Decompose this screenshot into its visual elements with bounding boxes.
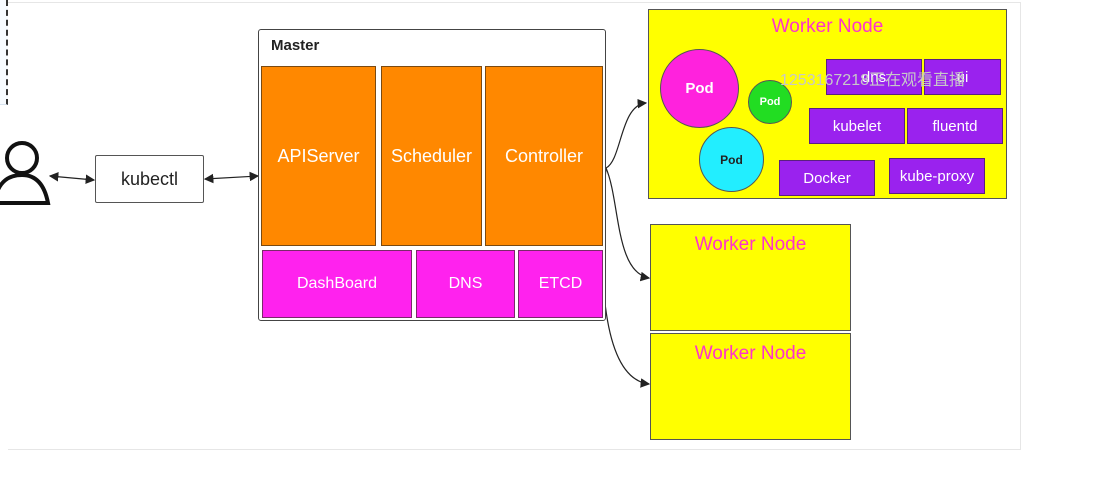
- docker-box: Docker: [779, 160, 875, 196]
- pod-medium-label: Pod: [720, 152, 743, 167]
- apiserver-box: APIServer: [261, 66, 376, 246]
- controller-label: Controller: [504, 145, 584, 166]
- ui-component-box: ui: [924, 59, 1001, 95]
- kubelet-label: kubelet: [832, 117, 882, 135]
- arrow-kubectl-apiserver: [203, 171, 260, 184]
- worker-node-2: Worker Node: [650, 224, 851, 331]
- etcd-box: ETCD: [518, 250, 603, 318]
- dashboard-box: DashBoard: [262, 250, 412, 318]
- kube-proxy-label: kube-proxy: [899, 167, 975, 185]
- apiserver-label: APIServer: [277, 145, 360, 166]
- master-title: Master: [271, 37, 320, 54]
- ui-component-label: ui: [956, 68, 969, 86]
- pod-large: Pod: [660, 49, 739, 128]
- dns-component-label: dns: [861, 68, 887, 86]
- worker-node-3: Worker Node: [650, 333, 851, 440]
- fluentd-label: fluentd: [932, 117, 978, 135]
- arrow-user-kubectl: [48, 171, 96, 185]
- arrow-master-worker1: [605, 98, 648, 169]
- docker-label: Docker: [803, 169, 851, 187]
- kubelet-box: kubelet: [809, 108, 905, 144]
- user-icon: [0, 141, 51, 205]
- etcd-label: ETCD: [538, 275, 583, 292]
- fluentd-box: fluentd: [907, 108, 1003, 144]
- pod-medium: Pod: [699, 127, 764, 192]
- pod-large-label: Pod: [685, 80, 714, 97]
- worker-node-1-title: Worker Node: [771, 16, 884, 37]
- pod-small: Pod: [748, 80, 792, 124]
- kube-proxy-box: kube-proxy: [889, 158, 985, 194]
- dashboard-label: DashBoard: [296, 275, 378, 292]
- dns-addon-box: DNS: [416, 250, 515, 318]
- worker-node-2-title: Worker Node: [694, 234, 807, 255]
- dns-component-box: dns: [826, 59, 922, 95]
- diagram-frame: [8, 2, 1021, 450]
- dns-addon-label: DNS: [448, 275, 483, 292]
- scheduler-box: Scheduler: [381, 66, 482, 246]
- pod-small-label: Pod: [759, 96, 781, 108]
- scheduler-label: Scheduler: [390, 145, 473, 166]
- kubectl-box: kubectl: [95, 155, 204, 203]
- arrow-master-worker2: [605, 167, 651, 282]
- left-edge-decoration: [0, 0, 8, 105]
- kubectl-label: kubectl: [120, 168, 179, 189]
- worker-node-3-title: Worker Node: [694, 343, 807, 364]
- controller-box: Controller: [485, 66, 603, 246]
